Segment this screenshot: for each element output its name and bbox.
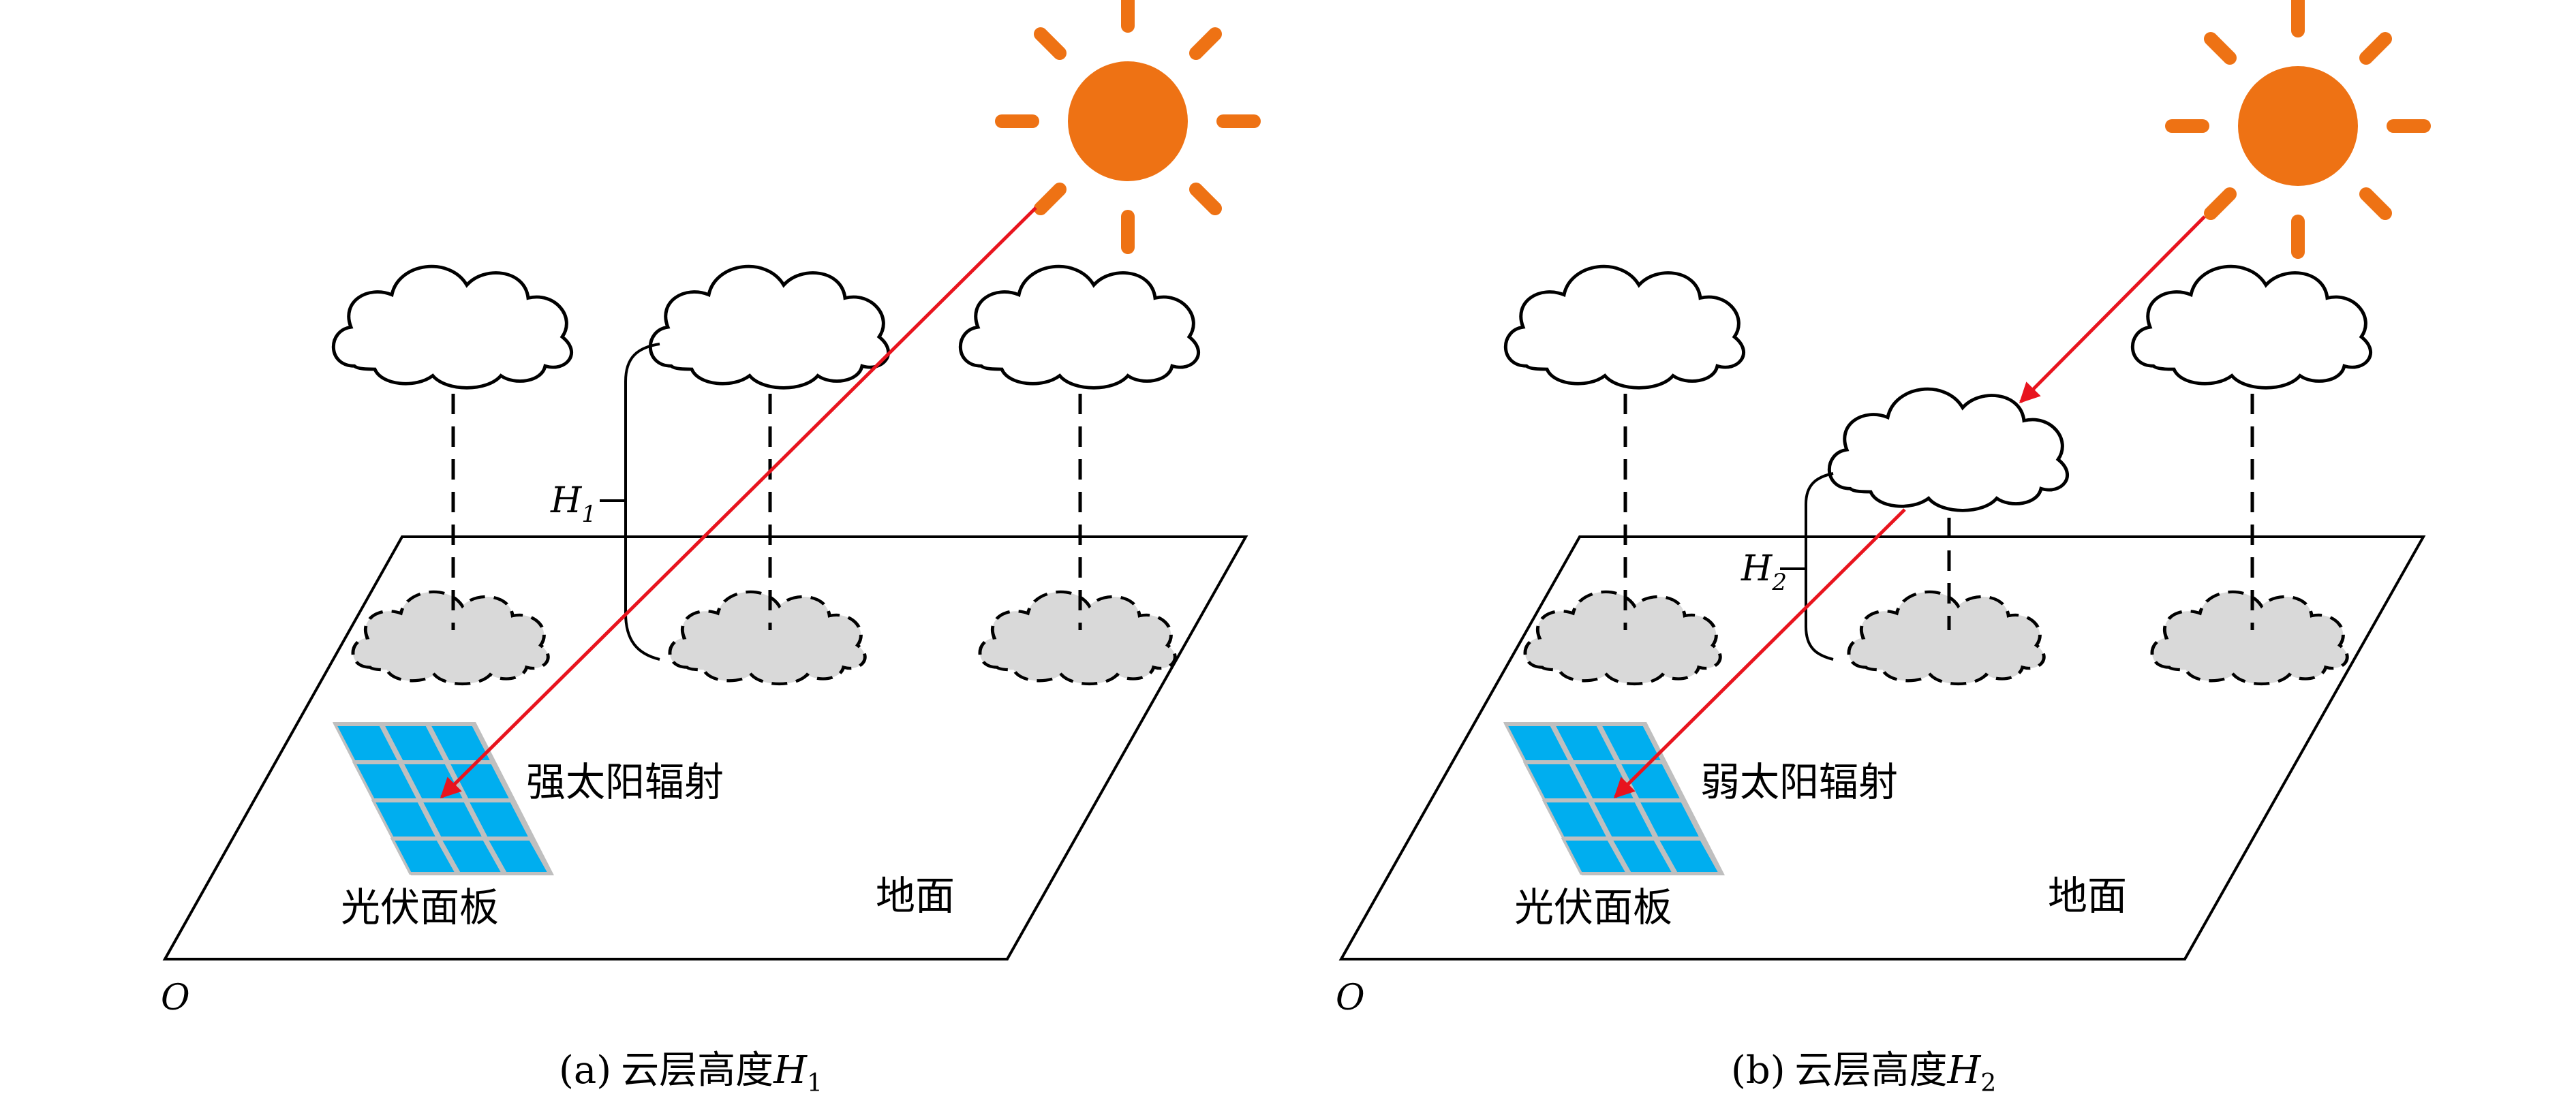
cloud-icon [1505,266,1743,388]
cloud-icon [333,266,571,388]
ground-label: 地面 [876,873,955,919]
radiation-label: 强太阳辐射 [526,759,724,805]
pv-panel-label: 光伏面板 [341,884,499,931]
panel-b: H2 弱太阳辐射 光伏面板 地面 O (b)云层高度H2 [1336,0,2424,1094]
origin-label: O [161,978,190,1018]
height-brace [1805,472,1834,661]
cloud-icon [2132,266,2370,388]
ground-plane [162,535,1248,960]
radiation-arrow [2019,215,2206,404]
cloud-shadow-icon [1525,592,1720,684]
projection-lines [451,394,1082,630]
height-label: H2 [1741,548,1787,596]
cloud-icon [650,266,888,388]
panel-a: H1 强太阳辐射 光伏面板 地面 O (a)云层高度H1 [161,0,1254,1094]
projection-lines [1623,394,2254,630]
sun-icon [2172,0,2424,252]
caption-a: (a)云层高度H1 [559,1048,823,1094]
height-label: H1 [550,480,596,528]
cloud-shadow-icon [670,592,865,684]
cloud-icon [1829,389,2067,510]
height-brace [624,343,660,661]
cloud-shadow-icon [1849,592,2044,684]
radiation-arrow [440,206,1037,799]
origin-label: O [1336,978,1365,1018]
cloud-shadow-icon [980,592,1175,684]
solar-panel-icon [331,721,555,877]
solar-panel-icon [1502,721,1726,877]
radiation-label: 弱太阳辐射 [1700,759,1898,805]
cloud-icon [960,266,1198,388]
ground-label: 地面 [2048,873,2127,919]
caption-b: (b)云层高度H2 [1731,1048,1996,1094]
ground-plane [1338,535,2426,960]
radiation-arrow [1613,508,1906,799]
sun-icon [1002,0,1254,247]
cloud-shadow-icon [353,592,548,684]
pv-panel-label: 光伏面板 [1514,884,1672,931]
cloud-shadow-icon [2152,592,2347,684]
